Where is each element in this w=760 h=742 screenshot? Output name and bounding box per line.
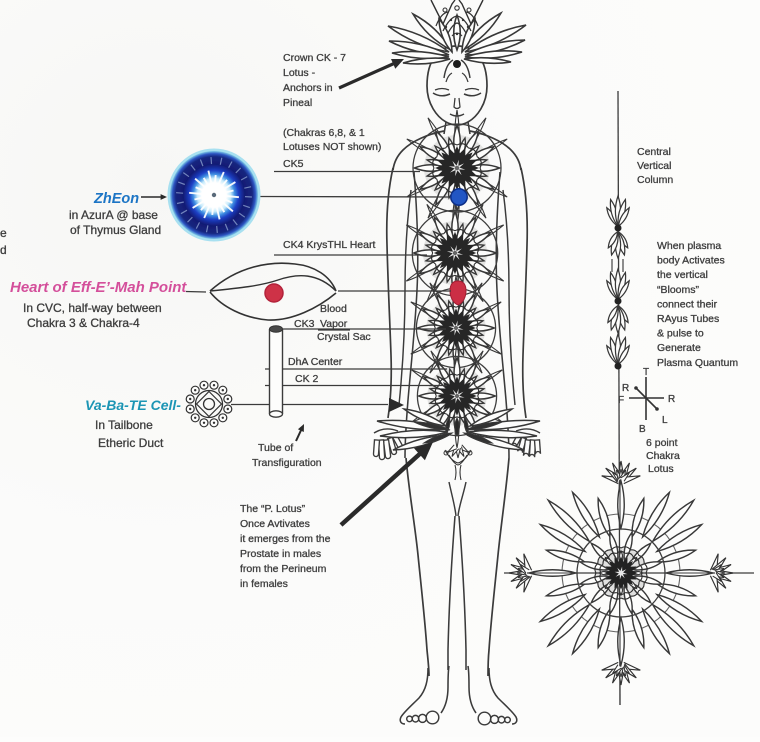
svg-text:Lotus -: Lotus - <box>283 67 316 79</box>
svg-text:Prostate in males: Prostate in males <box>240 548 321 560</box>
svg-text:F: F <box>618 395 624 406</box>
svg-text:B: B <box>639 424 646 435</box>
svg-text:Tube of: Tube of <box>258 442 293 454</box>
svg-text:“Blooms”: “Blooms” <box>657 284 700 296</box>
svg-text:from the Perineum: from the Perineum <box>240 563 327 575</box>
svg-text:Etheric Duct: Etheric Duct <box>98 436 164 450</box>
svg-text:RAyus Tubes: RAyus Tubes <box>657 313 719 325</box>
svg-text:R: R <box>622 383 629 394</box>
svg-text:CK5: CK5 <box>283 158 304 170</box>
svg-text:Plasma Quantum: Plasma Quantum <box>657 357 738 369</box>
svg-text:of Thymus Gland: of Thymus Gland <box>70 223 161 237</box>
svg-text:Lotuses NOT shown): Lotuses NOT shown) <box>283 141 381 153</box>
svg-text:DhA Center: DhA Center <box>288 356 343 368</box>
svg-text:Chakra: Chakra <box>646 450 680 462</box>
svg-text:Chakra 3 & Chakra-4: Chakra 3 & Chakra-4 <box>27 316 140 330</box>
svg-text:e: e <box>0 226 7 240</box>
svg-text:6 point: 6 point <box>646 437 678 449</box>
svg-text:Central: Central <box>637 146 671 158</box>
svg-text:in females: in females <box>240 578 288 590</box>
svg-text:in AzurA @ base: in AzurA @ base <box>69 208 158 222</box>
svg-text:Vertical: Vertical <box>637 160 671 172</box>
svg-text:body Activates: body Activates <box>657 255 725 267</box>
svg-text:Once Avtivates: Once Avtivates <box>240 518 310 530</box>
svg-text:CK 2: CK 2 <box>295 373 319 385</box>
svg-text:T: T <box>643 367 649 378</box>
svg-text:d: d <box>0 243 7 257</box>
svg-text:R: R <box>668 394 675 405</box>
svg-text:connect their: connect their <box>657 298 718 310</box>
svg-text:CK4 KrysTHL Heart: CK4 KrysTHL Heart <box>283 239 375 251</box>
svg-text:ZhEon: ZhEon <box>93 191 139 207</box>
svg-text:In Tailbone: In Tailbone <box>95 418 153 432</box>
svg-text:L: L <box>662 415 668 426</box>
svg-text:Pineal: Pineal <box>283 97 312 109</box>
svg-text:Lotus: Lotus <box>648 463 674 475</box>
svg-text:the vertical: the vertical <box>657 269 708 281</box>
svg-text:Crown CK - 7: Crown CK - 7 <box>283 52 346 64</box>
svg-text:In CVC, half-way between: In CVC, half-way between <box>23 301 162 315</box>
svg-text:Blood: Blood <box>320 303 347 315</box>
svg-text:CK3: CK3 <box>294 318 315 330</box>
svg-text:Vapor: Vapor <box>320 318 348 330</box>
svg-text:Transfiguration: Transfiguration <box>252 457 322 469</box>
svg-text:When plasma: When plasma <box>657 240 721 252</box>
svg-text:Va-Ba-TE Cell-: Va-Ba-TE Cell- <box>85 397 181 413</box>
svg-text:The “P. Lotus”: The “P. Lotus” <box>240 503 306 515</box>
svg-text:Column: Column <box>637 174 673 186</box>
svg-text:Anchors in: Anchors in <box>283 82 333 94</box>
svg-text:(Chakras 6,8, & 1: (Chakras 6,8, & 1 <box>283 127 365 139</box>
svg-text:& pulse to: & pulse to <box>657 328 704 340</box>
svg-text:Generate: Generate <box>657 342 701 354</box>
svg-text:Heart of Eff-E’-Mah Point: Heart of Eff-E’-Mah Point <box>10 279 187 296</box>
svg-text:it emerges from the: it emerges from the <box>240 533 331 545</box>
svg-text:Crystal Sac: Crystal Sac <box>317 331 371 343</box>
